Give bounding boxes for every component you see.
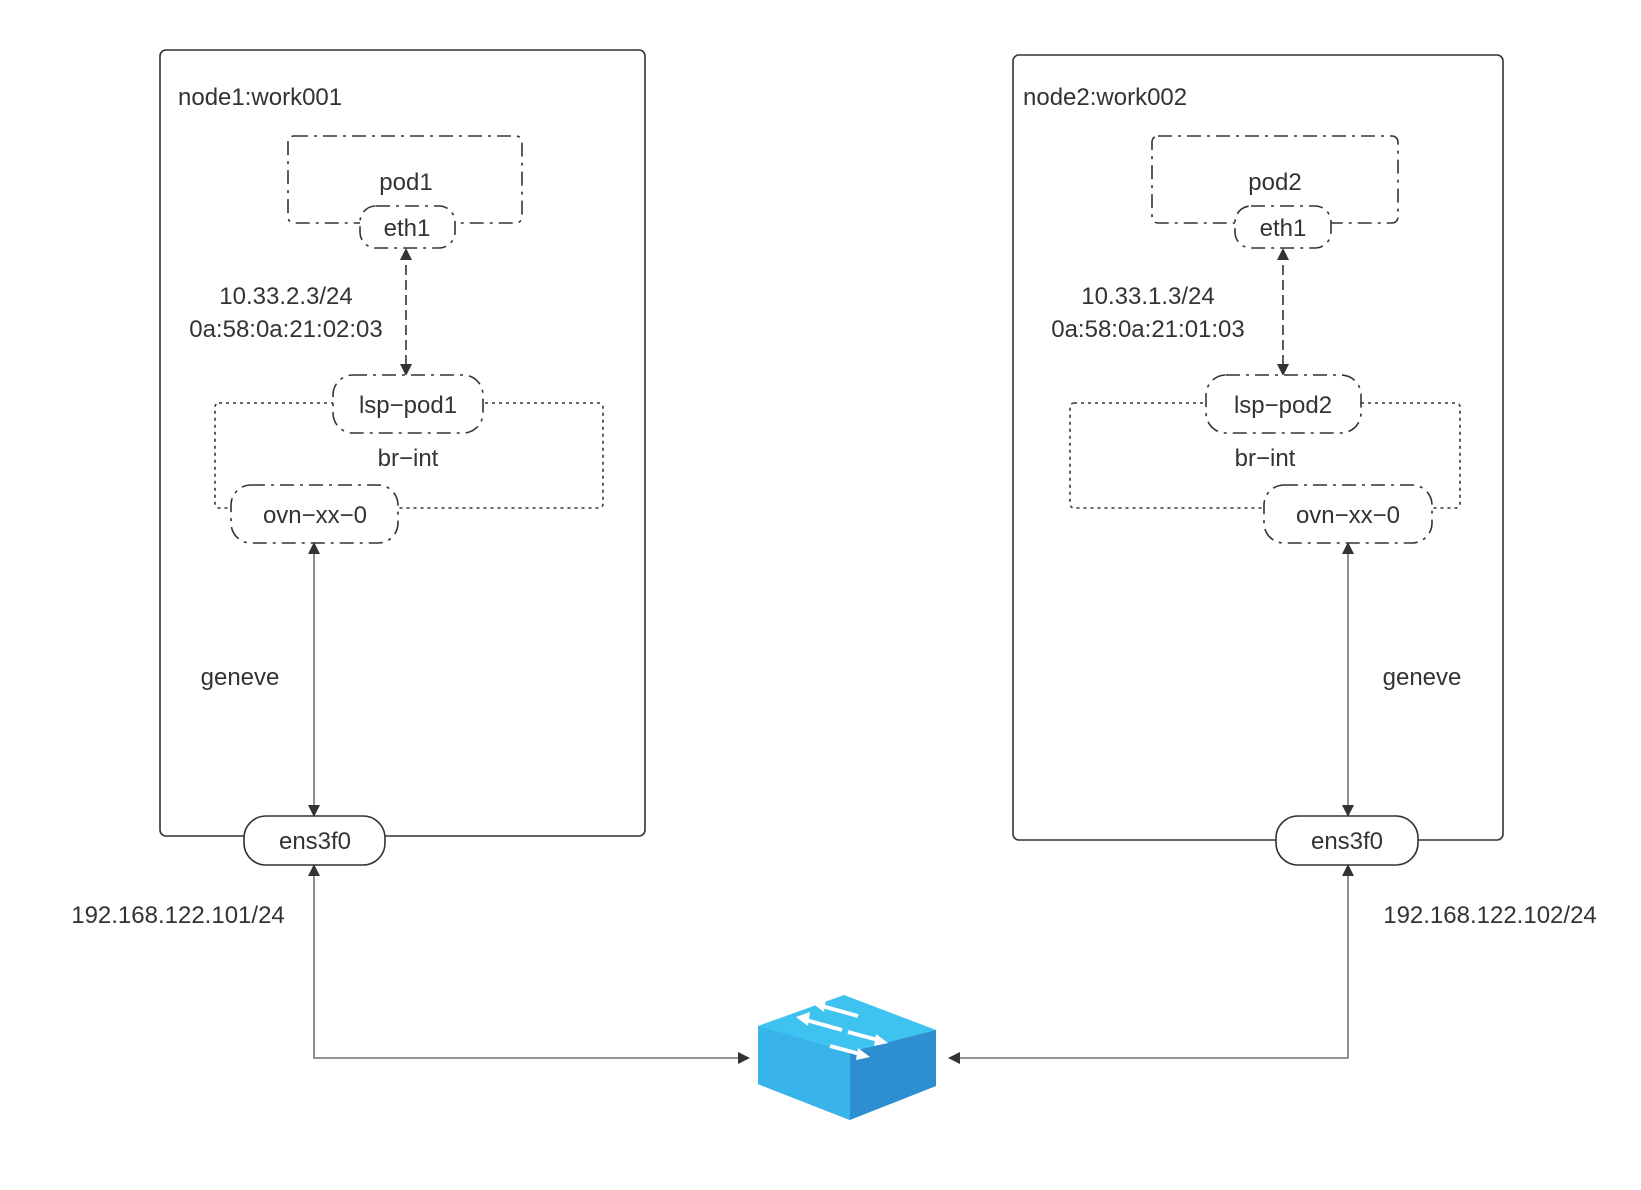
geneve-2-label: geneve — [1383, 664, 1462, 691]
nic-2-ip: 192.168.122.102/24 — [1383, 902, 1597, 929]
node-1: node1:work001 pod1 eth1 10.33.2.3/24 0a:… — [71, 49, 646, 929]
uplink-1 — [308, 864, 750, 1064]
pod-2-mac: 0a:58:0a:21:01:03 — [1051, 316, 1245, 343]
nic-1-label: ens3f0 — [279, 828, 351, 855]
br-int-1-label: br−int — [378, 445, 439, 472]
node-2-title: node2:work002 — [1023, 84, 1187, 111]
lsp-pod1-label: lsp−pod1 — [359, 392, 457, 419]
lsp-pod2-label: lsp−pod2 — [1234, 392, 1332, 419]
network-switch-icon — [758, 995, 936, 1120]
nic-2-label: ens3f0 — [1311, 828, 1383, 855]
node-2: node2:work002 pod2 eth1 10.33.1.3/24 0a:… — [1012, 54, 1597, 929]
uplink-2 — [948, 864, 1354, 1064]
node-2-box — [1012, 54, 1504, 841]
pod-2-eth-label: eth1 — [1260, 215, 1307, 242]
pod-1-label: pod1 — [379, 169, 432, 196]
br-int-2-label: br−int — [1235, 445, 1296, 472]
pod-2-label: pod2 — [1248, 169, 1301, 196]
pod-2-ip: 10.33.1.3/24 — [1081, 283, 1214, 310]
tunnel-port-2-label: ovn−xx−0 — [1296, 502, 1400, 529]
pod-1-eth-label: eth1 — [384, 215, 431, 242]
lsp-pod1-port — [332, 374, 484, 434]
nic-1-ip: 192.168.122.101/24 — [71, 902, 285, 929]
node-1-box — [159, 49, 646, 837]
pod-1-mac: 0a:58:0a:21:02:03 — [189, 316, 383, 343]
tunnel-port-1-label: ovn−xx−0 — [263, 502, 367, 529]
geneve-1-label: geneve — [201, 664, 280, 691]
lsp-pod2-port — [1205, 374, 1362, 434]
node-1-title: node1:work001 — [178, 84, 342, 111]
pod-1-ip: 10.33.2.3/24 — [219, 283, 352, 310]
